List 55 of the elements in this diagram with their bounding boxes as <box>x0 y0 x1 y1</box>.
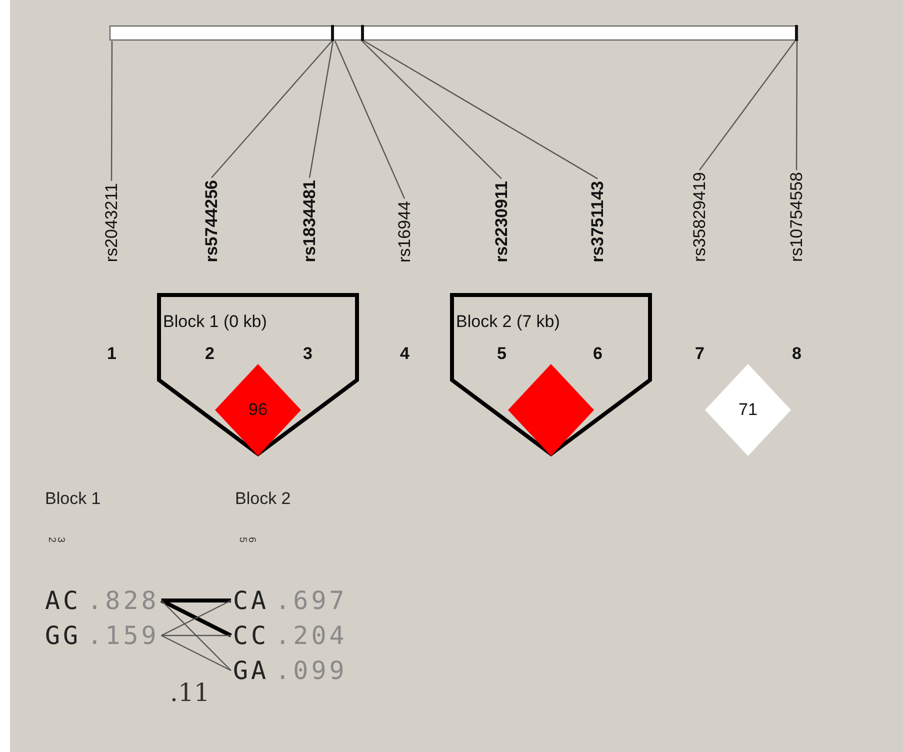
haplotype-allele: AC <box>45 586 82 615</box>
connector-line <box>211 40 332 178</box>
connector-line <box>110 41 113 181</box>
connector-line <box>161 634 231 636</box>
snp-name: rs3751143 <box>589 180 606 262</box>
haplotype-allele: GA <box>233 656 270 685</box>
marker-number: 3 <box>55 537 65 543</box>
snp-name: rs35829419 <box>691 172 708 262</box>
connector-line <box>160 600 232 671</box>
connector-line <box>796 41 798 170</box>
haplotype-frequency: .204 <box>275 621 348 650</box>
connector-line <box>161 598 231 602</box>
haplotype-allele: CA <box>233 586 270 615</box>
snp-name: rs16944 <box>396 200 413 262</box>
block-outline <box>450 293 652 456</box>
ld-value: 71 <box>738 401 758 418</box>
connector-line <box>161 634 232 672</box>
block-title: Block 2 (7 kb) <box>456 313 560 330</box>
connector-line <box>362 40 502 180</box>
ld-value: 96 <box>248 401 268 418</box>
snp-name: rs10754558 <box>788 172 805 262</box>
block-outline <box>157 293 359 456</box>
marker-number: 3 <box>303 345 312 362</box>
connector-line <box>308 40 334 178</box>
marker-number: 2 <box>205 345 214 362</box>
connector-line <box>334 40 406 199</box>
marker-number: 4 <box>400 345 410 362</box>
block-heading: Block 1 <box>45 490 101 507</box>
snp-name: rs1834481 <box>301 180 318 262</box>
haplotype-frequency: .159 <box>87 621 160 650</box>
snp-name: rs5744256 <box>203 180 220 262</box>
connector-line <box>364 40 598 180</box>
connector-line <box>699 40 796 171</box>
marker-number: 6 <box>593 345 602 362</box>
marker-number: 1 <box>107 345 116 362</box>
ld-diamond <box>215 364 301 456</box>
marker-number: 5 <box>237 537 247 543</box>
snp-name: rs2043211 <box>103 182 120 262</box>
marker-number: 2 <box>46 537 56 543</box>
ld-diamond <box>705 364 791 456</box>
block-heading: Block 2 <box>235 490 291 507</box>
block-title: Block 1 (0 kb) <box>163 313 267 330</box>
haplotype-frequency: .828 <box>87 586 160 615</box>
ld-diamond <box>508 364 594 456</box>
marker-number: 8 <box>792 345 802 362</box>
haplotype-frequency: .697 <box>275 586 348 615</box>
marker-number: 5 <box>497 345 506 362</box>
ld-value: .11 <box>170 680 210 705</box>
chromosome-bar-drawing <box>110 25 798 41</box>
haplotype-allele: GG <box>45 621 82 650</box>
haplotype-frequency: .099 <box>275 656 348 685</box>
snp-name: rs2230911 <box>493 180 510 262</box>
marker-number: 6 <box>246 537 256 543</box>
haplotype-allele: CC <box>233 621 270 650</box>
marker-number: 7 <box>695 345 704 362</box>
